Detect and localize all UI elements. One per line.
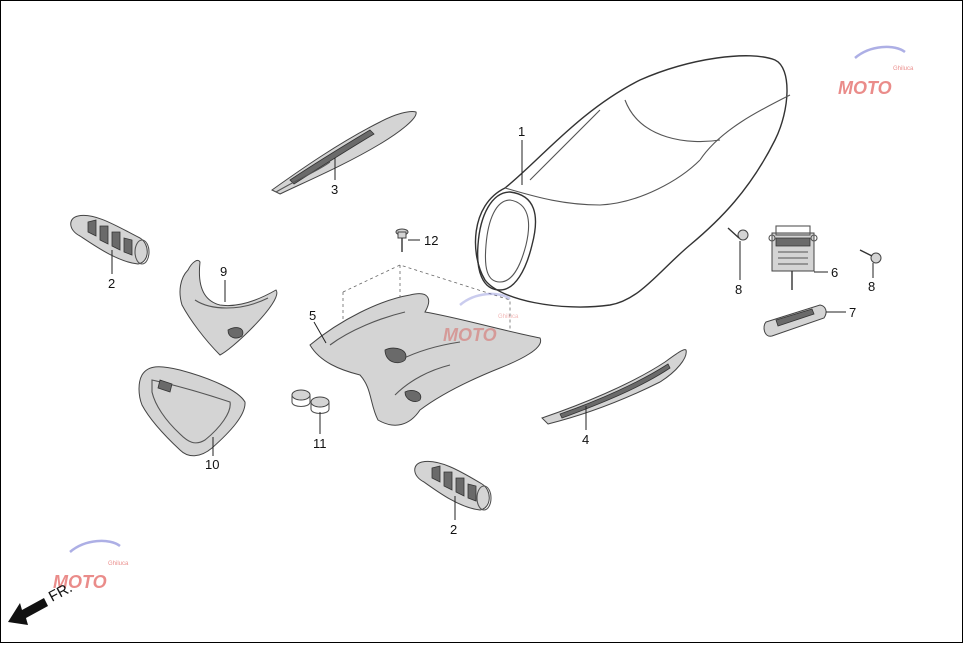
part-2-grip-lower (414, 460, 492, 511)
callout-6: 6 (831, 265, 838, 280)
callout-3: 3 (331, 182, 338, 197)
svg-text:MOTO: MOTO (838, 78, 892, 98)
part-1-seat (474, 55, 791, 308)
callout-10: 10 (205, 457, 219, 472)
callout-2b: 2 (450, 522, 457, 537)
callout-5: 5 (309, 308, 316, 323)
svg-text:MOTO: MOTO (443, 325, 497, 345)
front-direction-arrow: FR. (8, 579, 75, 625)
svg-text:MOTO: MOTO (53, 572, 107, 592)
watermark-center: MOTO Ghiluca (443, 292, 519, 345)
callout-8b: 8 (868, 279, 875, 294)
watermark-top-right: MOTO Ghiluca (838, 45, 914, 98)
part-8-screw-right (859, 249, 882, 264)
callout-12: 12 (424, 233, 438, 248)
part-7-reflector (763, 304, 827, 337)
svg-text:Ghiluca: Ghiluca (498, 314, 519, 320)
part-9-front-panel (179, 259, 278, 356)
part-2-grip-upper (70, 214, 150, 265)
callout-2a: 2 (108, 276, 115, 291)
part-5-floor-panel (309, 264, 542, 426)
callout-11: 11 (313, 436, 327, 451)
callout-9: 9 (220, 264, 227, 279)
callout-8a: 8 (735, 282, 742, 297)
leader-5 (313, 321, 327, 344)
part-8-screw-left (727, 227, 749, 241)
callout-1: 1 (518, 124, 525, 139)
part-10-inner-cover (138, 366, 246, 457)
part-12-bolt (395, 228, 409, 252)
part-11-nuts (291, 389, 330, 415)
svg-text:Ghiluca: Ghiluca (108, 561, 129, 567)
part-4-trim-strip (541, 349, 687, 425)
svg-text:Ghiluca: Ghiluca (893, 66, 914, 72)
part-6-control-unit (768, 225, 818, 290)
watermark-bottom-left: MOTO Ghiluca (53, 539, 129, 592)
callout-7: 7 (849, 305, 856, 320)
part-3-trim-strip (271, 111, 417, 195)
callout-4: 4 (582, 432, 589, 447)
